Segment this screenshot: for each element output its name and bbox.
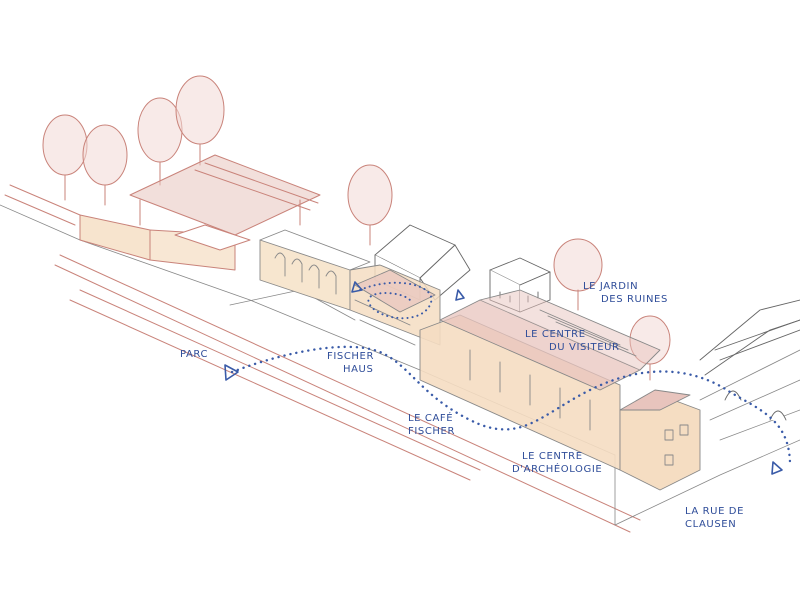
route-loop [359,281,433,320]
label-centre-visiteur: LE CENTRE DU VISITEUR [525,328,620,354]
label-rue-clausen-line2: CLAUSEN [685,519,737,530]
tree [82,124,128,186]
tree [137,97,183,163]
label-cafe-fischer-line1: LE CAFÉ [408,413,454,424]
end-building [619,389,701,491]
visitor-route [230,345,792,467]
label-centre-visiteur-line1: LE CENTRE [525,329,586,340]
label-jardin-ruines-line2: DES RUINES [601,294,668,305]
label-jardin-ruines-line1: LE JARDIN [583,281,639,292]
label-fischer-haus-line1: FISCHER [327,351,375,362]
viaduct [699,299,800,421]
label-jardin-ruines: LE JARDIN DES RUINES [583,280,668,306]
trees [42,75,671,365]
main-building [419,289,661,471]
route-marker [351,281,363,293]
tree [175,75,225,145]
tree [347,164,393,226]
tree-trunks [64,143,651,381]
label-centre-archeologie-line1: LE CENTRE [522,451,583,462]
label-cafe-fischer-line2: FISCHER [408,426,456,437]
label-rue-clausen-line1: LA RUE DE [685,506,745,517]
route-markers [224,281,783,475]
label-parc-text: PARC [180,349,209,360]
label-centre-visiteur-line2: DU VISITEUR [549,342,620,353]
label-rue-clausen: LA RUE DE CLAUSEN [685,505,744,531]
park-pavilion [79,154,321,271]
route-start-marker [224,364,239,381]
label-parc: PARC [180,348,208,361]
label-cafe-fischer: LE CAFÉ FISCHER [408,412,455,438]
label-centre-archeologie-line2: D'ARCHÉOLOGIE [512,464,603,475]
street-lines [4,184,641,533]
fischer-haus [349,264,441,346]
label-fischer-haus-line2: HAUS [343,364,374,375]
route-marker [455,289,465,301]
ground-outlines [0,204,800,526]
label-fischer-haus: FISCHER HAUS [327,350,374,376]
tree [42,114,88,176]
label-centre-archeologie: LE CENTRE D'ARCHÉOLOGIE [512,450,602,476]
route-end-marker [771,461,783,475]
